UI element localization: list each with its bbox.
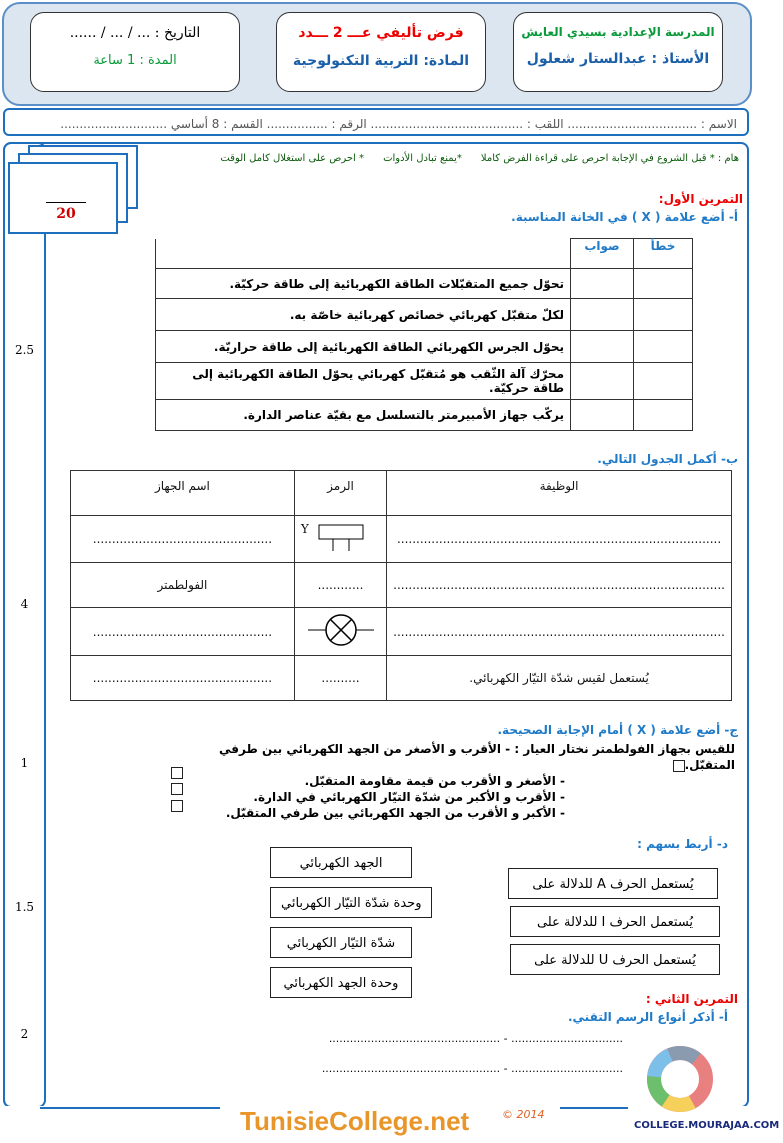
notice: هام : * قبل الشروع في الإجابة احرص على ق… <box>220 153 739 164</box>
mcq-option[interactable]: للقيس بجهاز الفولطمتر نختار العيار : - ا… <box>219 742 735 772</box>
table-row: ........................................… <box>70 655 732 701</box>
checkbox[interactable] <box>171 783 183 795</box>
answer-line[interactable]: ................................ - .....… <box>321 1062 623 1075</box>
school-box: المدرسة الإعدادية بسيدي العايش الأستاذ :… <box>513 12 723 92</box>
table-row: يركّب جهاز الأمبيرمتر بالتسلسل مع بقيّة … <box>155 399 693 431</box>
table-row: ........................................… <box>70 607 732 656</box>
subject: المادة: التربية التكنولوجية <box>292 53 470 69</box>
symbol-cell[interactable]: ............ <box>293 562 388 608</box>
function-cell[interactable]: ........................................… <box>386 562 732 608</box>
col-device: اسم الجهاز <box>70 470 295 516</box>
statement: لكلّ متقبّل كهربائي خصائص كهربائية خاصّة… <box>155 298 571 331</box>
col-false: خطأ <box>633 238 693 269</box>
footer-line-left <box>40 1107 220 1109</box>
ex2a-instruction: أ- أذكر أنواع الرسم التقني. <box>567 1010 728 1024</box>
symbol-label: Y <box>300 522 309 536</box>
exam-box: فرض تأليفي عـــ 2 ـــدد المادة: التربية … <box>276 12 486 92</box>
statement: يركّب جهاز الأمبيرمتر بالتسلسل مع بقيّة … <box>155 399 571 431</box>
lamp-symbol-icon <box>307 614 374 646</box>
match-right-item[interactable]: وحدة شدّة التيّار الكهربائي <box>270 887 433 918</box>
mourajaa-logo-text: COLLEGE.MOURAJAA.COM <box>634 1120 780 1131</box>
footer-line-right <box>560 1107 628 1109</box>
student-info: الاسم : ................................… <box>60 117 737 131</box>
true-cell[interactable] <box>570 298 634 331</box>
score-ex1d: 1.5 <box>14 900 35 914</box>
false-cell[interactable] <box>633 362 693 400</box>
function-cell: يُستعمل لقيس شدّة التيّار الكهربائي. <box>386 655 732 701</box>
score-ex1c: 1 <box>20 756 29 770</box>
score-ex1a: 2.5 <box>14 343 35 357</box>
false-cell[interactable] <box>633 268 693 299</box>
match-left-item[interactable]: يُستعمل الحرف I للدلالة على <box>510 906 720 937</box>
true-cell[interactable] <box>570 268 634 299</box>
col-symbol: الرمز <box>293 470 388 516</box>
ex1d-instruction: د- أربط بسهم : <box>637 837 728 851</box>
exam-title: فرض تأليفي عـــ 2 ـــدد <box>298 25 464 41</box>
function-cell[interactable]: ........................................… <box>386 607 732 656</box>
ex1a-instruction: أ- أضع علامة ( X ) في الخانة المناسبة. <box>511 210 738 224</box>
tunisiecollege-logo: TunisieCollege.net <box>240 1106 470 1136</box>
false-cell[interactable] <box>633 330 693 363</box>
match-right-item[interactable]: الجهد الكهربائي <box>270 847 412 878</box>
false-cell[interactable] <box>633 399 693 431</box>
true-cell[interactable] <box>570 362 634 400</box>
mourajaa-logo-icon <box>647 1046 713 1112</box>
true-cell[interactable] <box>570 330 634 363</box>
device-cell[interactable]: ........................................… <box>70 515 295 563</box>
duration: المدة : 1 ساعة <box>93 53 177 68</box>
table-row: ........................................… <box>70 515 732 563</box>
answer-line[interactable]: ................................ - .....… <box>328 1032 623 1045</box>
statement: يحوّل الجرس الكهربائي الطاقة الكهربائية … <box>155 330 571 363</box>
device-cell[interactable]: ........................................… <box>70 655 295 701</box>
symbol-cell <box>293 607 388 656</box>
col-function: الوظيفة <box>386 470 732 516</box>
table-row: تحوّل جميع المتقبّلات الطاقة الكهربائية … <box>155 268 693 299</box>
student-info-bar[interactable]: الاسم : ................................… <box>3 108 749 136</box>
voltmeter-symbol-icon <box>318 524 363 551</box>
mcq-option[interactable]: - الأصغر و الأقرب من قيمة مقاومة المتقبّ… <box>304 774 565 788</box>
table-row: يحوّل الجرس الكهربائي الطاقة الكهربائية … <box>155 330 693 363</box>
match-left-item[interactable]: يُستعمل الحرف U للدلالة على <box>510 944 720 975</box>
device-cell[interactable]: ........................................… <box>70 607 295 656</box>
mcq: للقيس بجهاز الفولطمتر نختار العيار : - ا… <box>165 741 735 821</box>
mcq-option[interactable]: - الأقرب و الأكبر من شدّة التيّار الكهرب… <box>253 790 565 804</box>
device-cell: الفولطمتر <box>70 562 295 608</box>
table-row: لكلّ متقبّل كهربائي خصائص كهربائية خاصّة… <box>155 298 693 331</box>
ex2-title: التمرين الثاني : <box>645 992 738 1006</box>
match-right-item[interactable]: شدّة التيّار الكهربائي <box>270 927 412 958</box>
score-box: 20 <box>8 162 118 234</box>
symbol-cell[interactable]: .......... <box>293 655 388 701</box>
checkbox[interactable] <box>171 800 183 812</box>
school: المدرسة الإعدادية بسيدي العايش <box>521 25 715 39</box>
statement: محرّك آلة الثّقب هو مُتقبّل كهربائي يحوّ… <box>155 362 571 400</box>
footer <box>0 1106 783 1143</box>
checkbox[interactable] <box>672 759 685 772</box>
score-margin <box>3 142 46 1108</box>
ex1c-instruction: ج- أضع علامة ( X ) أمام الإجابة الصحيحة. <box>497 723 738 737</box>
mcq-option[interactable]: - الأكبر و الأقرب من الجهد الكهربائي بين… <box>225 806 565 820</box>
true-cell[interactable] <box>570 399 634 431</box>
false-cell[interactable] <box>633 298 693 331</box>
score-ex1b: 4 <box>20 597 29 611</box>
ex1-title: التمرين الأول: <box>658 192 743 206</box>
total-score: 20 <box>56 206 76 222</box>
statement: تحوّل جميع المتقبّلات الطاقة الكهربائية … <box>155 268 571 299</box>
ex1b-instruction: ب- أكمل الجدول التالي. <box>597 452 738 466</box>
date: التاريخ : ... / ... / ...... <box>69 25 201 41</box>
symbol-cell: Y <box>293 515 388 563</box>
match-right-item[interactable]: وحدة الجهد الكهربائي <box>270 967 412 998</box>
checkbox[interactable] <box>171 767 183 779</box>
score-ex2a: 2 <box>20 1027 29 1041</box>
table-row: الفولطمتر...............................… <box>70 562 732 608</box>
date-box: التاريخ : ... / ... / ...... المدة : 1 س… <box>30 12 240 92</box>
table-row: محرّك آلة الثّقب هو مُتقبّل كهربائي يحوّ… <box>155 362 693 400</box>
logo-year: © 2014 <box>502 1108 545 1121</box>
match-left-item[interactable]: يُستعمل الحرف A للدلالة على <box>508 868 718 899</box>
mcq-stem: للقيس بجهاز الفولطمتر نختار العيار : <box>514 742 735 756</box>
col-true: صواب <box>570 238 634 269</box>
teacher: الأستاذ : عبدالستار شعلول <box>526 51 710 67</box>
function-cell[interactable]: ........................................… <box>386 515 732 563</box>
